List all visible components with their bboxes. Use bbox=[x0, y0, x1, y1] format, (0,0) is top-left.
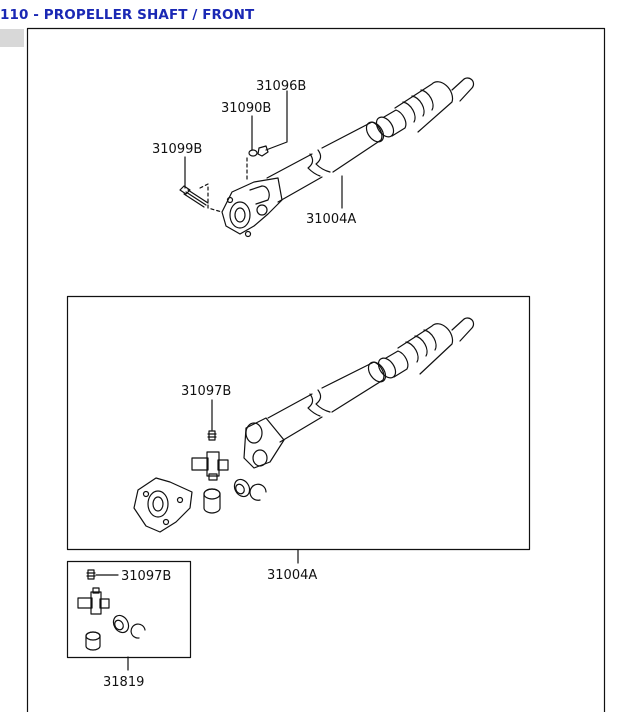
joint-kit-box bbox=[66, 560, 192, 659]
joint-kit bbox=[77, 569, 146, 671]
callout-31096b: 31096B bbox=[256, 79, 306, 94]
propeller-shaft-assembly-top bbox=[179, 77, 475, 238]
callout-31099b: 31099B bbox=[152, 142, 202, 157]
diagram-frame bbox=[26, 27, 606, 712]
callout-31004a-kit: 31004A bbox=[267, 568, 317, 583]
propeller-shaft-exploded bbox=[133, 317, 475, 564]
shaft-kit-box bbox=[66, 295, 531, 551]
page-title: 110 - PROPELLER SHAFT / FRONT bbox=[0, 7, 255, 23]
callout-31004a-top: 31004A bbox=[306, 212, 356, 227]
callout-31090b: 31090B bbox=[221, 101, 271, 116]
callout-31097b-kit: 31097B bbox=[121, 569, 171, 584]
collapse-tab[interactable] bbox=[0, 29, 24, 47]
callout-31819: 31819 bbox=[103, 675, 144, 690]
callout-31097b-main: 31097B bbox=[181, 384, 231, 399]
